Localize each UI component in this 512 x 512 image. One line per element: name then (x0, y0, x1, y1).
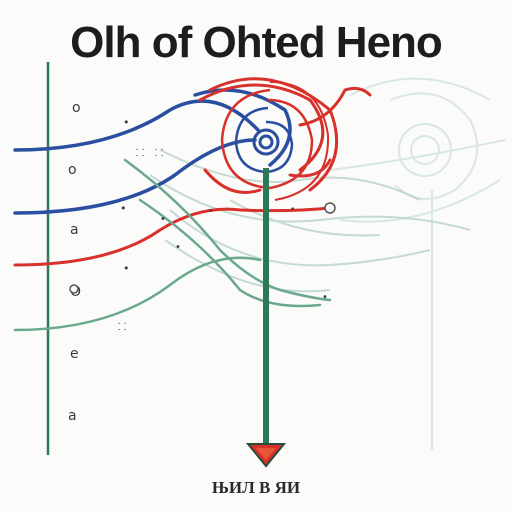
svg-text:a: a (70, 222, 79, 238)
svg-text:⸬: ⸬ (118, 322, 126, 333)
svg-text:⸬: ⸬ (155, 148, 163, 159)
svg-text:o: o (72, 100, 81, 116)
svg-text:•: • (123, 116, 130, 129)
svg-text:•: • (208, 207, 213, 217)
svg-text:•: • (175, 242, 181, 253)
down-arrow-marker-icon (245, 443, 287, 468)
svg-text:•: • (120, 202, 127, 215)
background-flow-wisps (149, 149, 471, 293)
svg-text:e: e (70, 346, 79, 362)
blue-streamlines (13, 88, 292, 215)
green-streamlines (13, 158, 332, 332)
small-node-marker (324, 202, 336, 214)
svg-text:•: • (123, 262, 130, 275)
svg-text:•: • (290, 205, 295, 215)
svg-text:a: a (68, 408, 77, 424)
red-streamlines (13, 77, 372, 267)
svg-text:o: o (68, 162, 77, 178)
faded-spiral-icon (329, 77, 506, 450)
spiral-vortex-icon (220, 81, 330, 201)
svg-text:•: • (322, 292, 328, 303)
diagram-title: Olh of Ohted Heno (70, 18, 443, 67)
svg-text:•: • (160, 214, 166, 225)
footer-label: ЊИЛ В ЯИ (211, 478, 301, 497)
small-node-marker (69, 284, 79, 294)
svg-text:⸬: ⸬ (136, 148, 144, 159)
left-glyph-marks: o o a O e a • ⸬ ⸬ • • ⸬ • • • • • (68, 100, 328, 424)
